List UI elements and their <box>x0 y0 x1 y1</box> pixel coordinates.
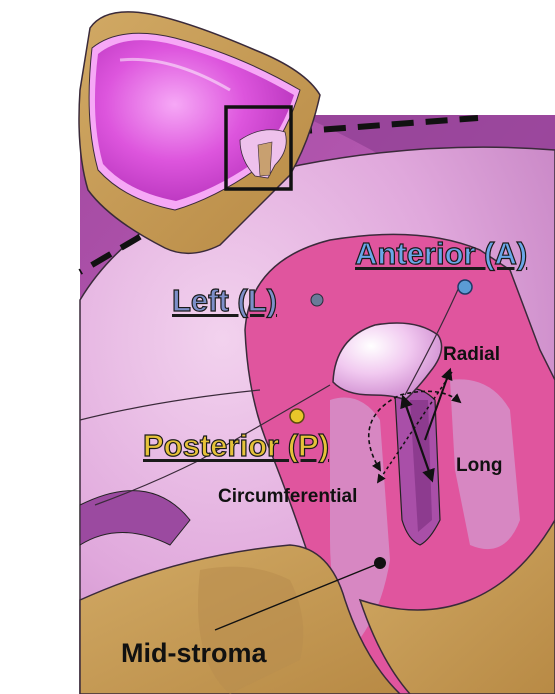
mid-stroma-label: Mid-stroma <box>121 640 267 667</box>
anterior-label: Anterior (A) <box>355 238 527 269</box>
long-label: Long <box>456 456 502 475</box>
posterior-label: Posterior (P) <box>143 430 329 461</box>
radial-label: Radial <box>443 345 500 364</box>
left-label: Left (L) <box>172 285 277 316</box>
posterior-marker <box>290 409 304 423</box>
anterior-marker <box>458 280 472 294</box>
left-marker <box>311 294 323 306</box>
mid-stroma-point <box>374 557 386 569</box>
circumferential-label: Circumferential <box>218 487 357 506</box>
